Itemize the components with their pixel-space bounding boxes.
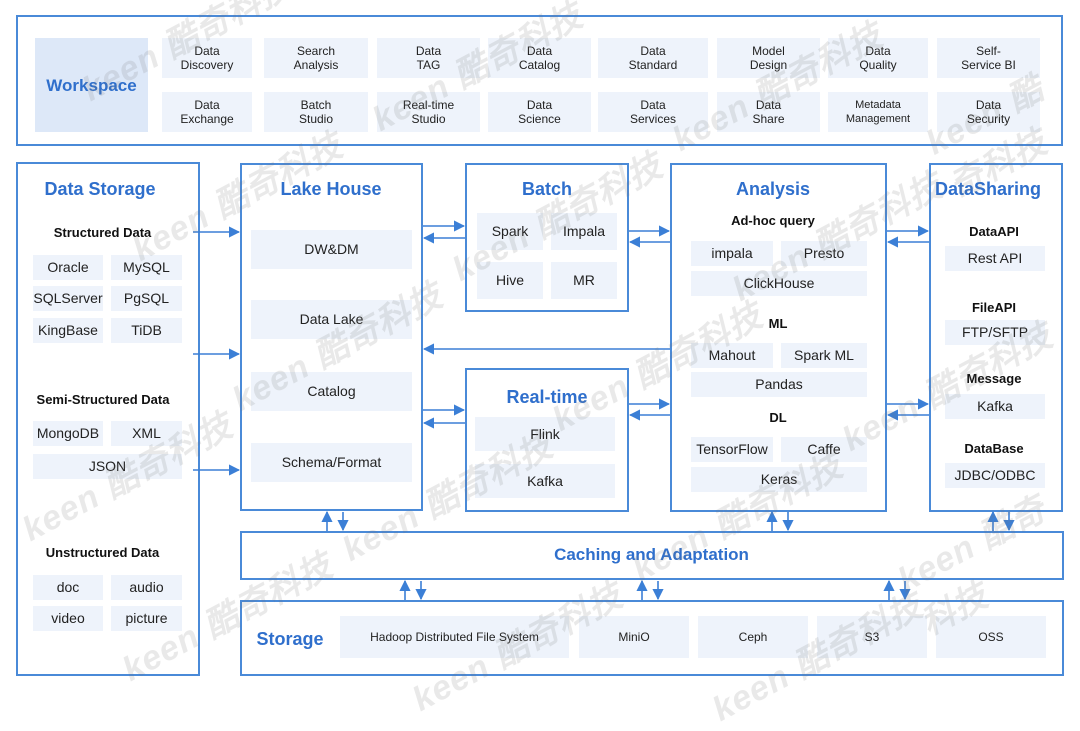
workspace-item-data-quality[interactable]: Data Quality bbox=[828, 38, 928, 78]
semi-structured-data-title: Semi-Structured Data bbox=[36, 392, 170, 407]
source-mysql[interactable]: MySQL bbox=[111, 255, 182, 280]
adhoc-query-title: Ad-hoc query bbox=[731, 213, 815, 228]
data-sharing-title: DataSharing bbox=[934, 179, 1042, 199]
dl-title: DL bbox=[769, 410, 787, 425]
ml-spark-ml[interactable]: Spark ML bbox=[781, 343, 867, 368]
batch-mr[interactable]: MR bbox=[551, 262, 617, 299]
source-tidb[interactable]: TiDB bbox=[111, 318, 182, 343]
ml-pandas[interactable]: Pandas bbox=[691, 372, 867, 397]
workspace-title: Workspace bbox=[35, 38, 148, 132]
workspace-title-label: Workspace bbox=[46, 75, 137, 95]
workspace-item-data-tag[interactable]: Data TAG bbox=[377, 38, 480, 78]
batch-impala[interactable]: Impala bbox=[551, 213, 617, 250]
source-oracle[interactable]: Oracle bbox=[33, 255, 103, 280]
file-api-title: FileAPI bbox=[971, 300, 1017, 315]
adhoc-clickhouse[interactable]: ClickHouse bbox=[691, 271, 867, 296]
workspace-item-metadata-management[interactable]: Metadata Management bbox=[828, 92, 928, 132]
adhoc-presto[interactable]: Presto bbox=[781, 241, 867, 266]
source-picture[interactable]: picture bbox=[111, 606, 182, 631]
adhoc-impala[interactable]: impala bbox=[691, 241, 773, 266]
structured-data-title: Structured Data bbox=[53, 225, 152, 240]
data-api-title: DataAPI bbox=[969, 224, 1019, 239]
workspace-item-data-share[interactable]: Data Share bbox=[717, 92, 820, 132]
caching-title: Caching and Adaptation bbox=[554, 545, 749, 564]
dl-caffe[interactable]: Caffe bbox=[781, 437, 867, 462]
lake-house-catalog[interactable]: Catalog bbox=[251, 372, 412, 411]
source-json[interactable]: JSON bbox=[33, 454, 182, 479]
workspace-item-data-standard[interactable]: Data Standard bbox=[598, 38, 708, 78]
source-kingbase[interactable]: KingBase bbox=[33, 318, 103, 343]
workspace-item-self-service-bi[interactable]: Self- Service BI bbox=[937, 38, 1040, 78]
workspace-item-batch-studio[interactable]: Batch Studio bbox=[264, 92, 368, 132]
caching-panel bbox=[240, 531, 1064, 580]
workspace-item-realtime-studio[interactable]: Real-time Studio bbox=[377, 92, 480, 132]
analysis-title: Analysis bbox=[735, 179, 811, 199]
storage-minio[interactable]: MiniO bbox=[579, 616, 689, 658]
message-title: Message bbox=[966, 371, 1022, 386]
ml-title: ML bbox=[768, 316, 788, 331]
workspace-item-data-security[interactable]: Data Security bbox=[937, 92, 1040, 132]
unstructured-data-title: Unstructured Data bbox=[45, 545, 160, 560]
source-audio[interactable]: audio bbox=[111, 575, 182, 600]
sharing-ftp-sftp[interactable]: FTP/SFTP bbox=[945, 320, 1045, 345]
sharing-kafka[interactable]: Kafka bbox=[945, 394, 1045, 419]
realtime-flink[interactable]: Flink bbox=[475, 417, 615, 451]
workspace-item-data-discovery[interactable]: Data Discovery bbox=[162, 38, 252, 78]
batch-spark[interactable]: Spark bbox=[477, 213, 543, 250]
storage-title: Storage bbox=[256, 629, 324, 649]
source-pgsql[interactable]: PgSQL bbox=[111, 286, 182, 311]
workspace-item-data-science[interactable]: Data Science bbox=[488, 92, 591, 132]
workspace-item-model-design[interactable]: Model Design bbox=[717, 38, 820, 78]
storage-s3[interactable]: S3 bbox=[817, 616, 927, 658]
database-title: DataBase bbox=[964, 441, 1024, 456]
storage-ceph[interactable]: Ceph bbox=[698, 616, 808, 658]
dl-tensorflow[interactable]: TensorFlow bbox=[691, 437, 773, 462]
batch-title: Batch bbox=[521, 179, 572, 199]
workspace-item-search-analysis[interactable]: Search Analysis bbox=[264, 38, 368, 78]
source-mongodb[interactable]: MongoDB bbox=[33, 421, 103, 446]
workspace-item-data-services[interactable]: Data Services bbox=[598, 92, 708, 132]
sharing-jdbc-odbc[interactable]: JDBC/ODBC bbox=[945, 463, 1045, 488]
workspace-item-data-exchange[interactable]: Data Exchange bbox=[162, 92, 252, 132]
storage-hdfs[interactable]: Hadoop Distributed File System bbox=[340, 616, 569, 658]
realtime-title: Real-time bbox=[506, 387, 588, 407]
batch-hive[interactable]: Hive bbox=[477, 262, 543, 299]
realtime-kafka[interactable]: Kafka bbox=[475, 464, 615, 498]
source-video[interactable]: video bbox=[33, 606, 103, 631]
source-xml[interactable]: XML bbox=[111, 421, 182, 446]
lake-house-title: Lake House bbox=[280, 179, 382, 199]
lake-house-dw-dm[interactable]: DW&DM bbox=[251, 230, 412, 269]
dl-keras[interactable]: Keras bbox=[691, 467, 867, 492]
sharing-rest-api[interactable]: Rest API bbox=[945, 246, 1045, 271]
storage-oss[interactable]: OSS bbox=[936, 616, 1046, 658]
workspace-item-data-catalog[interactable]: Data Catalog bbox=[488, 38, 591, 78]
source-doc[interactable]: doc bbox=[33, 575, 103, 600]
ml-mahout[interactable]: Mahout bbox=[691, 343, 773, 368]
lake-house-schema-format[interactable]: Schema/Format bbox=[251, 443, 412, 482]
source-sqlserver[interactable]: SQLServer bbox=[33, 286, 103, 311]
lake-house-data-lake[interactable]: Data Lake bbox=[251, 300, 412, 339]
data-storage-title: Data Storage bbox=[44, 179, 156, 199]
